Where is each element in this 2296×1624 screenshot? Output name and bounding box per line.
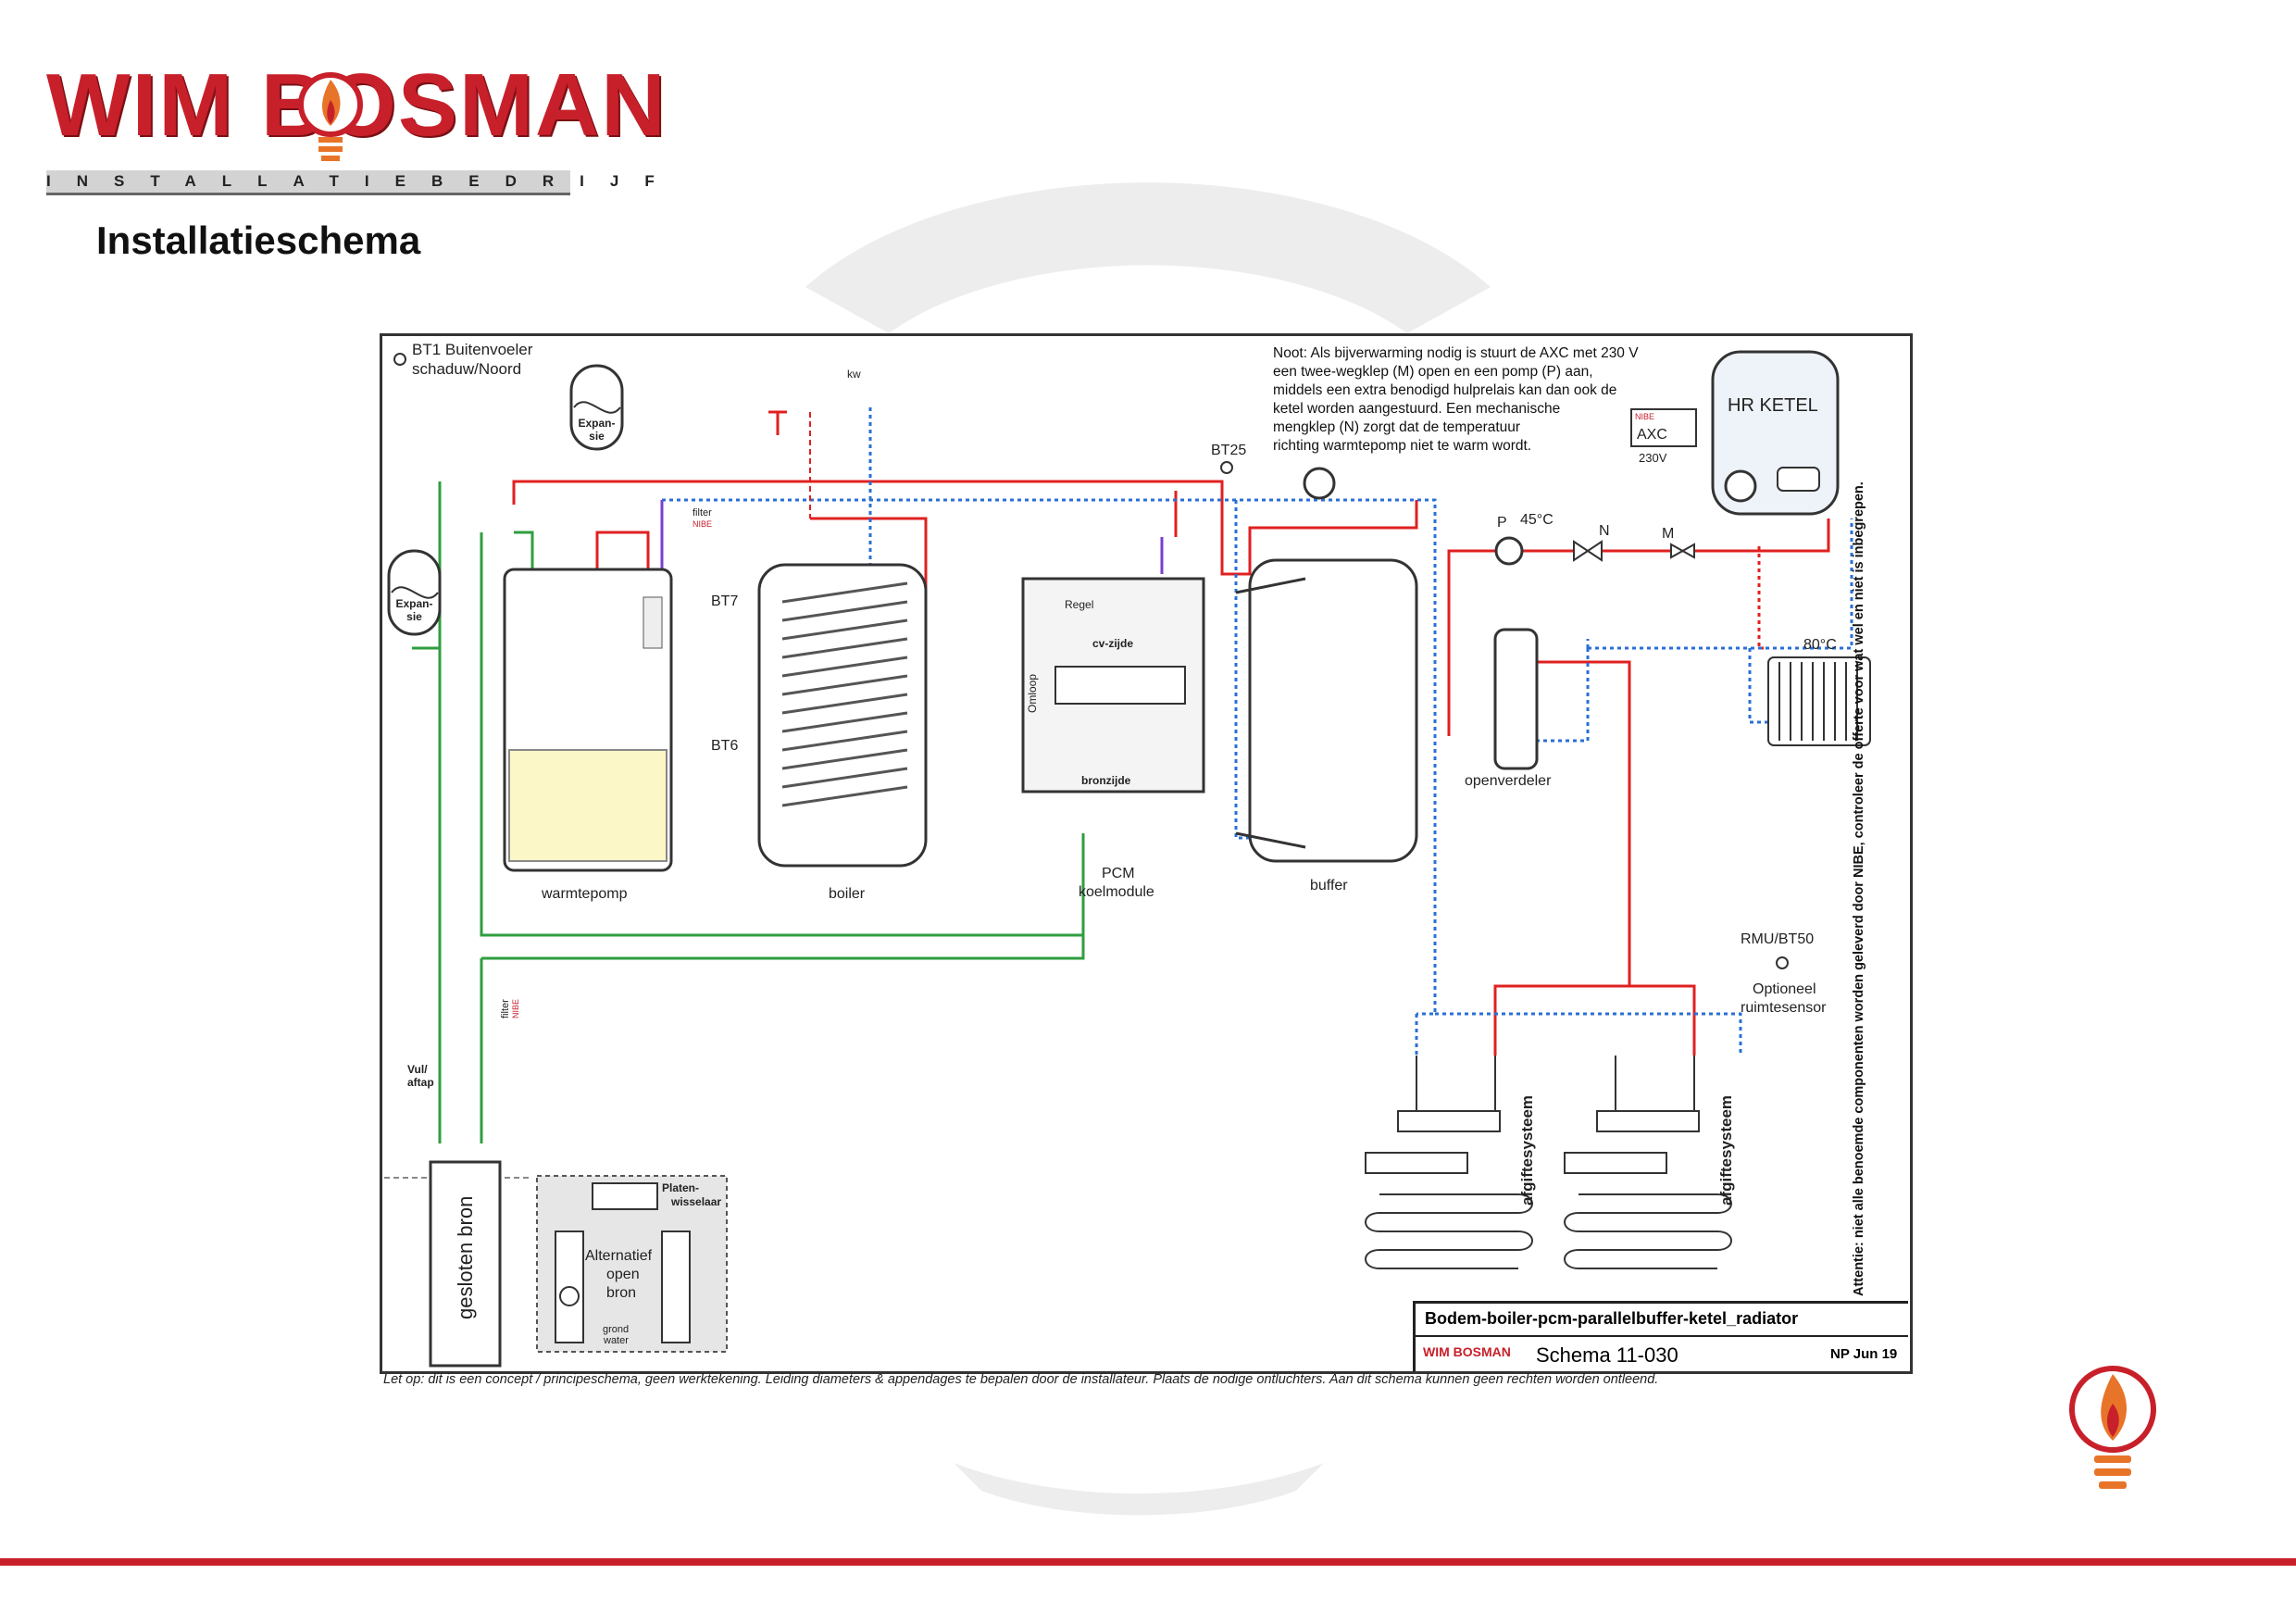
pipe-red-wp — [595, 531, 650, 593]
platen-label: Platen- — [662, 1181, 700, 1194]
bt6-label: BT6 — [711, 738, 739, 754]
cv-zijde-label: cv-zijde — [1092, 637, 1134, 650]
title-block-title: Bodem-boiler-pcm-parallelbuffer-ketel_ra… — [1425, 1309, 1799, 1328]
logo-subtitle-bar — [46, 170, 570, 195]
title-block: Bodem-boiler-pcm-parallelbuffer-ketel_ra… — [1413, 1301, 1908, 1371]
bt25-pump-icon — [1303, 467, 1336, 500]
230v-label: 230V — [1639, 451, 1667, 465]
grond-label: grond — [603, 1324, 630, 1335]
pipe-red-ketel-rad — [1757, 546, 1764, 650]
axc-box — [1630, 408, 1697, 447]
logo-subtitle: INSTALLATIEBEDRIJF — [46, 172, 680, 190]
nibe-top-label: NIBE — [693, 519, 713, 529]
gesloten-bron-label: gesloten bron — [454, 1195, 477, 1319]
regel-label: Regel — [1065, 598, 1094, 611]
pipe-green-3 — [481, 935, 1085, 960]
n-valve-icon — [1573, 540, 1603, 562]
axc-label: AXC — [1637, 427, 1667, 443]
rmu-sensor-icon — [1776, 956, 1789, 969]
bt1-sub-label: schaduw/Noord — [412, 360, 522, 378]
bt25-label: BT25 — [1211, 443, 1247, 458]
title-block-row: Bodem-boiler-pcm-parallelbuffer-ketel_ra… — [1416, 1304, 1908, 1337]
flame-bulb-corner-icon — [2069, 1366, 2156, 1489]
title-block-date: NP Jun 19 — [1830, 1346, 1898, 1362]
afgiftesysteem-2 — [1564, 1056, 1732, 1269]
flame-bulb-icon — [298, 72, 363, 161]
kw-label: kw — [847, 368, 861, 381]
boiler-label: boiler — [829, 886, 866, 902]
pipe-red-boiler — [810, 517, 928, 611]
shower-icon — [768, 410, 787, 435]
vul-label: Vul/ — [407, 1063, 428, 1076]
openverdeler-label: openverdeler — [1465, 773, 1552, 789]
n-label: N — [1599, 523, 1610, 539]
open-label: open — [606, 1267, 640, 1282]
p-label: P — [1497, 515, 1507, 531]
bt1-sensor-icon — [393, 353, 406, 366]
bt7-label: BT7 — [711, 593, 739, 609]
expansie-top-label: Expan- sie — [578, 417, 616, 443]
filter-bottom-label: filter — [500, 999, 511, 1018]
afgiftesysteem-1 — [1365, 1056, 1533, 1269]
pipe-blue-ketel — [1588, 518, 1853, 650]
afgiftesysteem-1-label: afgiftesysteem — [1518, 1094, 1536, 1206]
nibe-bottom-label: NIBE — [511, 998, 520, 1018]
nibe-axc-label: NIBE — [1635, 412, 1655, 421]
wisselaar-label: wisselaar — [671, 1195, 722, 1208]
diagram-note: Noot: Als bijverwarming nodig is stuurt … — [1273, 345, 1639, 454]
bottom-red-line — [0, 1558, 2296, 1566]
aftap-label: aftap — [407, 1076, 434, 1089]
optioneel-label: Optioneel — [1753, 981, 1816, 997]
title-block-schema: Schema 11-030 — [1536, 1343, 1678, 1367]
ruimtesensor-label: ruimtesensor — [1741, 1000, 1827, 1016]
afgiftesysteem-2-label: afgiftesysteem — [1717, 1094, 1735, 1206]
pipe-red-dist2 — [1629, 984, 1696, 1056]
bt25-sensor-icon — [1220, 461, 1233, 474]
pcm-label-1: PCM — [1102, 866, 1135, 881]
expansie-left-label: Expan- sie — [395, 597, 433, 623]
bronzijde-label: bronzijde — [1081, 774, 1131, 787]
pcm-label-2: koelmodule — [1079, 884, 1154, 900]
alternatief-label: Alternatief — [585, 1248, 653, 1264]
filter-top-label: filter — [693, 507, 712, 518]
m-valve-icon — [1670, 543, 1695, 559]
pipe-red-openverdeler — [1447, 549, 1495, 736]
80c-label: 80°C — [1803, 637, 1837, 653]
boiler-coil — [781, 581, 908, 807]
buffer-label: buffer — [1310, 878, 1348, 893]
openverdeler-vessel — [1493, 628, 1539, 770]
pipe-blue-openverdeler — [1537, 639, 1590, 743]
bt1-label: BT1 Buitenvoeler — [412, 341, 533, 358]
pipe-blue-main — [662, 498, 1437, 1016]
45c-label: 45°C — [1520, 512, 1554, 528]
page-title: Installatieschema — [96, 219, 421, 262]
pipe-green-2 — [480, 532, 1085, 937]
hr-ketel-label: HR KETEL — [1728, 395, 1818, 416]
title-block-logo: WIM BOSMAN — [1423, 1344, 1511, 1359]
water-label: water — [604, 1335, 629, 1346]
warmtepomp-compressor-box — [508, 749, 668, 862]
footer-note: Let op: dit is een concept / principesch… — [383, 1372, 1659, 1387]
pipe-blue-dist — [1435, 1012, 1742, 1056]
rmu-label: RMU/BT50 — [1741, 931, 1815, 947]
gesloten-bron-borehole — [429, 1160, 502, 1368]
warmtepomp-label: warmtepomp — [542, 886, 628, 902]
p-pump-icon — [1494, 536, 1524, 566]
buffer-tank — [1248, 558, 1418, 863]
bron-label: bron — [606, 1285, 637, 1301]
m-label: M — [1662, 526, 1675, 542]
pipe-blue-buffer — [1234, 500, 1250, 840]
pipe-blue-rad — [1748, 648, 1768, 724]
radiator-icon — [1767, 656, 1871, 746]
omloop-label: Omloop — [1026, 673, 1039, 713]
attentie-side-note: Attentie: niet alle benoemde componenten… — [1852, 481, 1866, 1296]
